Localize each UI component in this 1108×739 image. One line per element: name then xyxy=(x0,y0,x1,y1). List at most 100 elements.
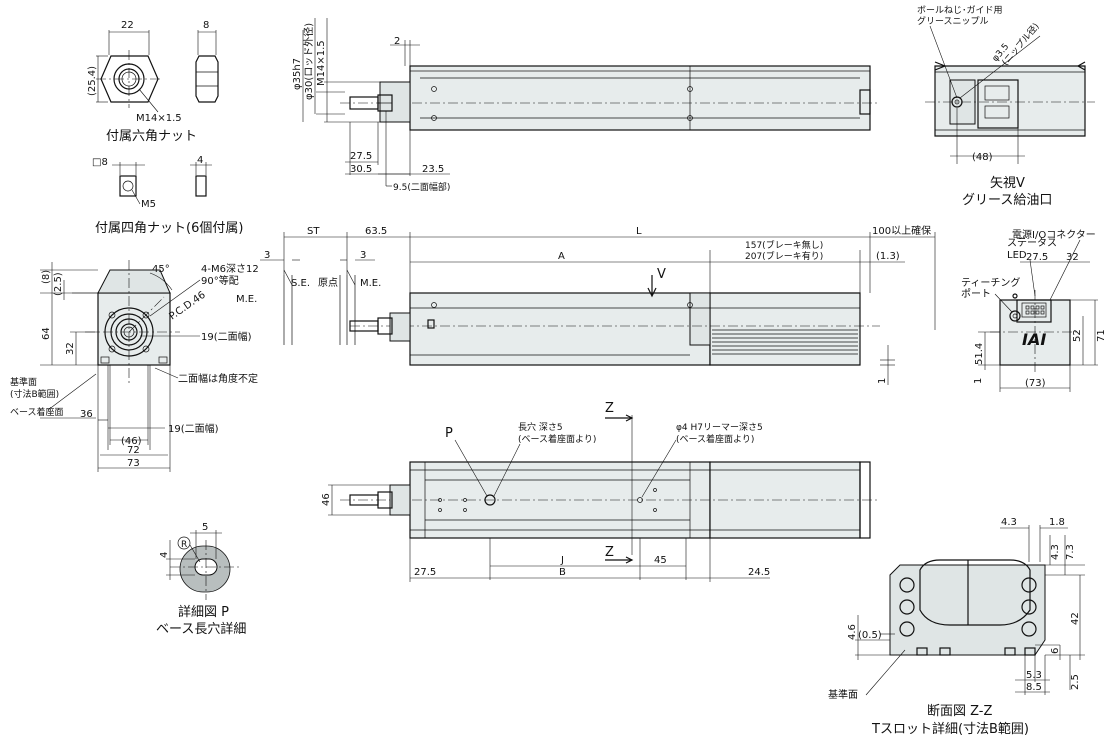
label-se: S.E. xyxy=(291,278,310,289)
section-z-bottom: Z xyxy=(605,545,614,560)
dim-63-5: 63.5 xyxy=(365,226,387,237)
front-end-view: 45° 4-M6深さ12 90°等配 P.C.D.46 19(二面幅) 二面幅は… xyxy=(10,260,259,472)
dim-5-3: 5.3 xyxy=(1026,670,1042,681)
top-view: φ35h7 φ30(ロッド外径) M14×1.5 2 27.5 30.5 23.… xyxy=(292,18,880,193)
dim-clearance: 100以上確保 xyxy=(872,224,931,237)
dim-36: 36 xyxy=(80,409,93,420)
dim-32v: 32 xyxy=(65,342,76,355)
dim-42: 42 xyxy=(1070,612,1081,625)
dim-2-5v: 2.5 xyxy=(1070,674,1081,690)
label-m6: 4-M6深さ12 xyxy=(201,263,259,275)
dim-7-3: 7.3 xyxy=(1065,544,1076,560)
label-ref-face-1: 基準面 xyxy=(10,376,37,388)
dim-22: 22 xyxy=(121,20,134,31)
label-me-right: M.E. xyxy=(360,278,381,289)
angle-45: 45° xyxy=(152,264,170,275)
dim-brake-2: 207(ブレーキ有り) xyxy=(745,250,823,262)
dim-8-5: 8.5 xyxy=(1026,682,1042,693)
hex-nut-caption: 付属六角ナット xyxy=(106,129,197,144)
dim-a: A xyxy=(558,251,565,262)
hex-nut-views: 22 (25.4) M14×1.5 8 付属六角ナット xyxy=(87,20,219,144)
label-ref-face-2: (寸法B範囲) xyxy=(10,388,59,400)
label-flats-19: 19(二面幅) xyxy=(201,330,252,343)
label-flats-note: 二面幅は角度不定 xyxy=(178,372,258,385)
square-nut-caption: 付属四角ナット(6個付属) xyxy=(95,221,243,236)
section-caption-2: Tスロット詳細(寸法B範囲) xyxy=(871,721,1029,737)
connector-pins xyxy=(1025,305,1045,315)
label-pcd: P.C.D.46 xyxy=(167,290,207,323)
view-v: (48) ボールねじ･ガイド用 グリースニップル φ3.5 (ニップル径) 矢視… xyxy=(917,5,1095,208)
label-teaching-1: ティーチング xyxy=(961,276,1020,289)
section-caption-1: 断面図 Z-Z xyxy=(927,704,993,719)
label-reamer-2: (ベース着座面より) xyxy=(676,433,754,445)
label-status-1: ステータス xyxy=(1007,237,1057,249)
dim-46: (46) xyxy=(121,436,142,447)
label-teaching-2: ポート xyxy=(961,288,991,300)
view-v-caption-1: 矢視V xyxy=(990,176,1025,191)
r-mark: R xyxy=(181,540,187,550)
dim-48: (48) xyxy=(972,152,993,163)
hex-nut-thread: M14×1.5 xyxy=(136,113,182,124)
dim-l: L xyxy=(636,226,642,237)
view-v-caption-2: グリース給油口 xyxy=(962,193,1052,208)
label-me-left: M.E. xyxy=(236,294,257,305)
square-nut-views: □8 M5 4 付属四角ナット(6個付属) xyxy=(92,155,243,236)
dim-4-tol: 4 xyxy=(159,552,170,558)
label-status-2: LED xyxy=(1007,250,1027,261)
dim-4-3: 4.3 xyxy=(1001,517,1017,528)
detail-p-caption-2: ベース長穴詳細 xyxy=(156,621,246,637)
dim-4-3v: 4.3 xyxy=(1050,544,1061,560)
dim-flats-9-5: 9.5(二面幅部) xyxy=(393,181,450,193)
dim-j: J xyxy=(560,555,564,566)
motor-fins xyxy=(712,329,858,355)
square-nut-thread: M5 xyxy=(141,199,156,210)
label-ref-face-section: 基準面 xyxy=(828,688,858,701)
iai-logo: IAI xyxy=(1022,330,1046,349)
dim-32: 32 xyxy=(1066,252,1079,263)
right-end-view: IAI ステータス LED 電源I/Oコネクター ティーチング ポート 27.5… xyxy=(961,228,1107,392)
dim-1-3: (1.3) xyxy=(876,251,900,262)
detail-p: 5 4 R 詳細図 P ベース長穴詳細 xyxy=(156,522,246,637)
dim-46v: 46 xyxy=(321,493,332,506)
label-m6-2: 90°等配 xyxy=(201,274,239,287)
dim-sq8: □8 xyxy=(92,157,108,168)
dim-1: 1 xyxy=(877,378,888,384)
dim-27-5: 27.5 xyxy=(350,151,372,162)
dim-25-4: (25.4) xyxy=(87,66,98,96)
side-view: ST 63.5 L 100以上確保 157(ブレーキ無し) 207(ブレーキ有り… xyxy=(236,224,936,385)
dim-52: 52 xyxy=(1072,329,1083,342)
dim-64: 64 xyxy=(41,327,52,340)
label-reamer-1: φ4 H7リーマー深さ5 xyxy=(676,422,763,433)
dim-2: 2 xyxy=(394,36,400,47)
dim-73: (73) xyxy=(1025,378,1046,389)
dim-4-6: 4.6 xyxy=(847,624,858,640)
view-v-marker: V xyxy=(657,267,666,282)
dim-30-5: 30.5 xyxy=(350,164,372,175)
dim-1b: 1 xyxy=(973,378,984,384)
label-origin: 原点 xyxy=(318,277,338,289)
label-slot-1: 長穴 深さ5 xyxy=(518,421,563,433)
dim-brake-1: 157(ブレーキ無し) xyxy=(745,239,823,251)
dim-rod-dia: φ35h7 xyxy=(292,58,303,90)
dim-51-4: 51.4 xyxy=(974,343,985,365)
label-power-connector: 電源I/Oコネクター xyxy=(1012,228,1096,241)
dim-4: 4 xyxy=(197,155,203,166)
dim-rod-thread: M14×1.5 xyxy=(316,40,327,86)
dim-5: 5 xyxy=(202,522,208,533)
section-z-top: Z xyxy=(605,401,614,416)
dim-3b: 3 xyxy=(360,250,366,261)
dim-72: 72 xyxy=(127,445,140,456)
label-slot-2: (ベース着座面より) xyxy=(518,433,596,445)
section-z-z: 4.3 1.8 4.3 7.3 42 6 2.5 4.6 (0.5) 5.3 8… xyxy=(828,517,1085,737)
dim-27-5c: 27.5 xyxy=(414,567,436,578)
detail-p-caption-1: 詳細図 P xyxy=(178,604,229,620)
dim-6: 6 xyxy=(1050,648,1061,654)
dim-b: B xyxy=(559,567,566,578)
dim-2-5: (2.5) xyxy=(53,272,64,296)
grease-label-2: グリースニップル xyxy=(917,15,989,27)
bottom-view: 46 Z Z P 長穴 深さ5 (ベース着座面より) φ4 H7リーマー深さ5 … xyxy=(321,401,880,582)
dim-3a: 3 xyxy=(264,250,270,261)
dim-71: 71 xyxy=(1096,329,1107,342)
label-flats-19b: 19(二面幅) xyxy=(168,422,219,435)
